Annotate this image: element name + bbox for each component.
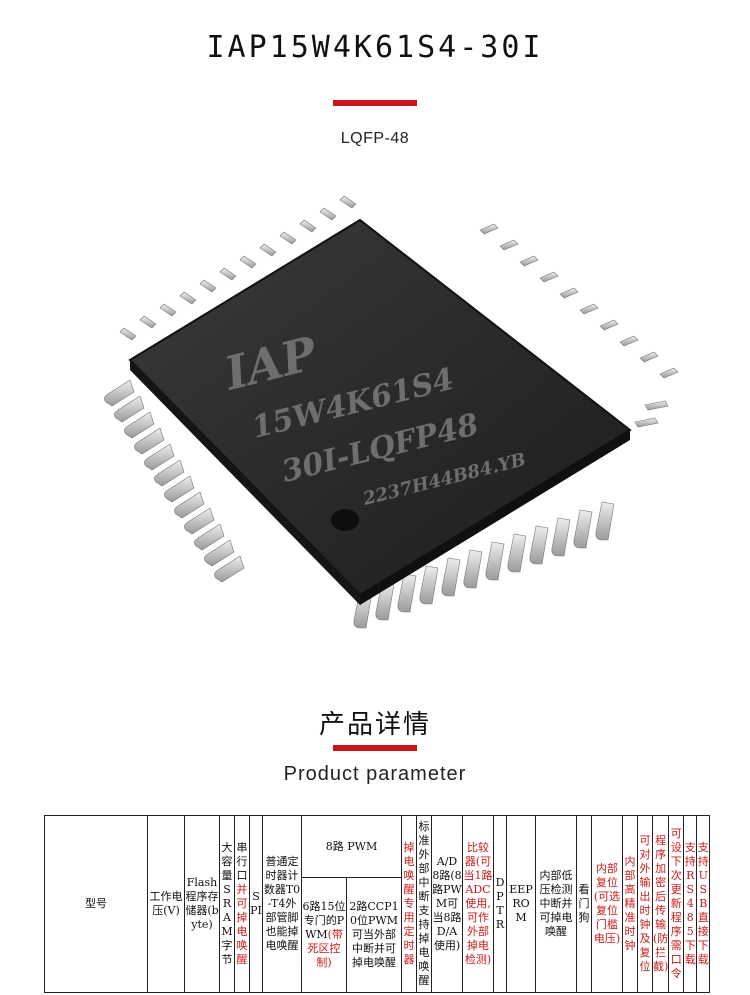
package-label: LQFP-48 bbox=[340, 130, 410, 147]
col-pwm-a: 6路15位专门的PWM(带死区控制) bbox=[301, 877, 347, 993]
col-encrypt: 程序加密后传输(防拦截) bbox=[651, 815, 670, 993]
col-clock-out: 可对外输出时钟及复位 bbox=[637, 815, 653, 993]
col-model: 型号 bbox=[44, 815, 148, 993]
col-adc: A/D 8路(8路PWM可当8路D/A使用) bbox=[431, 815, 463, 993]
chip-pins bbox=[104, 195, 679, 629]
col-watchdog: 看门狗 bbox=[576, 815, 592, 993]
col-comparator: 比较器(可当1路ADC使用,可作外部掉电检测) bbox=[462, 815, 494, 993]
col-voltage: 工作电压(V) bbox=[147, 815, 185, 993]
title-underline bbox=[333, 100, 417, 106]
section-title-en: Product parameter bbox=[283, 763, 467, 785]
col-osc: 内部高精准时钟 bbox=[622, 815, 638, 993]
product-title: IAP15W4K61S4-30I bbox=[206, 30, 544, 65]
col-isp-update: 可设下次更新程序需口令 bbox=[668, 815, 685, 993]
col-pwm-b: 2路CCP10位PWM可当外部中断并可掉电唤醒 bbox=[346, 877, 402, 993]
col-ext-int: 标准外部中断支持掉电唤醒 bbox=[416, 815, 432, 993]
col-pwm-header: 8路 PWM bbox=[301, 815, 402, 878]
col-wakeup-timer: 掉电唤醒专用定时器 bbox=[401, 815, 417, 993]
col-usb: 支持USB直接下载 bbox=[696, 815, 711, 993]
col-spi: SPI bbox=[249, 815, 263, 993]
section-underline bbox=[333, 745, 417, 751]
col-dptr: DPTR bbox=[493, 815, 507, 993]
col-flash: Flash程序存储器(byte) bbox=[184, 815, 220, 993]
col-lvd: 内部低压检测中断并可掉电唤醒 bbox=[535, 815, 577, 993]
section-title-cn: 产品详情 bbox=[318, 710, 431, 740]
col-rs485: 支持RS485下载 bbox=[683, 815, 698, 993]
pin1-dot bbox=[331, 509, 359, 531]
col-timer: 普通定时器计数器T0-T4外部管脚也能掉电唤醒 bbox=[262, 815, 302, 993]
spec-table: 型号 工作电压(V) Flash程序存储器(byte) 大容量SRAM字节 串行… bbox=[44, 815, 711, 993]
chip-image: IAP 15W4K61S4 30I-LQFP48 2237H44B84.YB bbox=[60, 190, 700, 680]
col-eeprom: EEPROM bbox=[506, 815, 536, 993]
col-uart: 串行口并可掉电唤醒 bbox=[234, 815, 250, 993]
chip-illustration: IAP 15W4K61S4 30I-LQFP48 2237H44B84.YB bbox=[104, 195, 679, 629]
col-sram: 大容量SRAM字节 bbox=[219, 815, 235, 993]
col-reset: 内部复位(可选复位门槛电压) bbox=[591, 815, 623, 993]
